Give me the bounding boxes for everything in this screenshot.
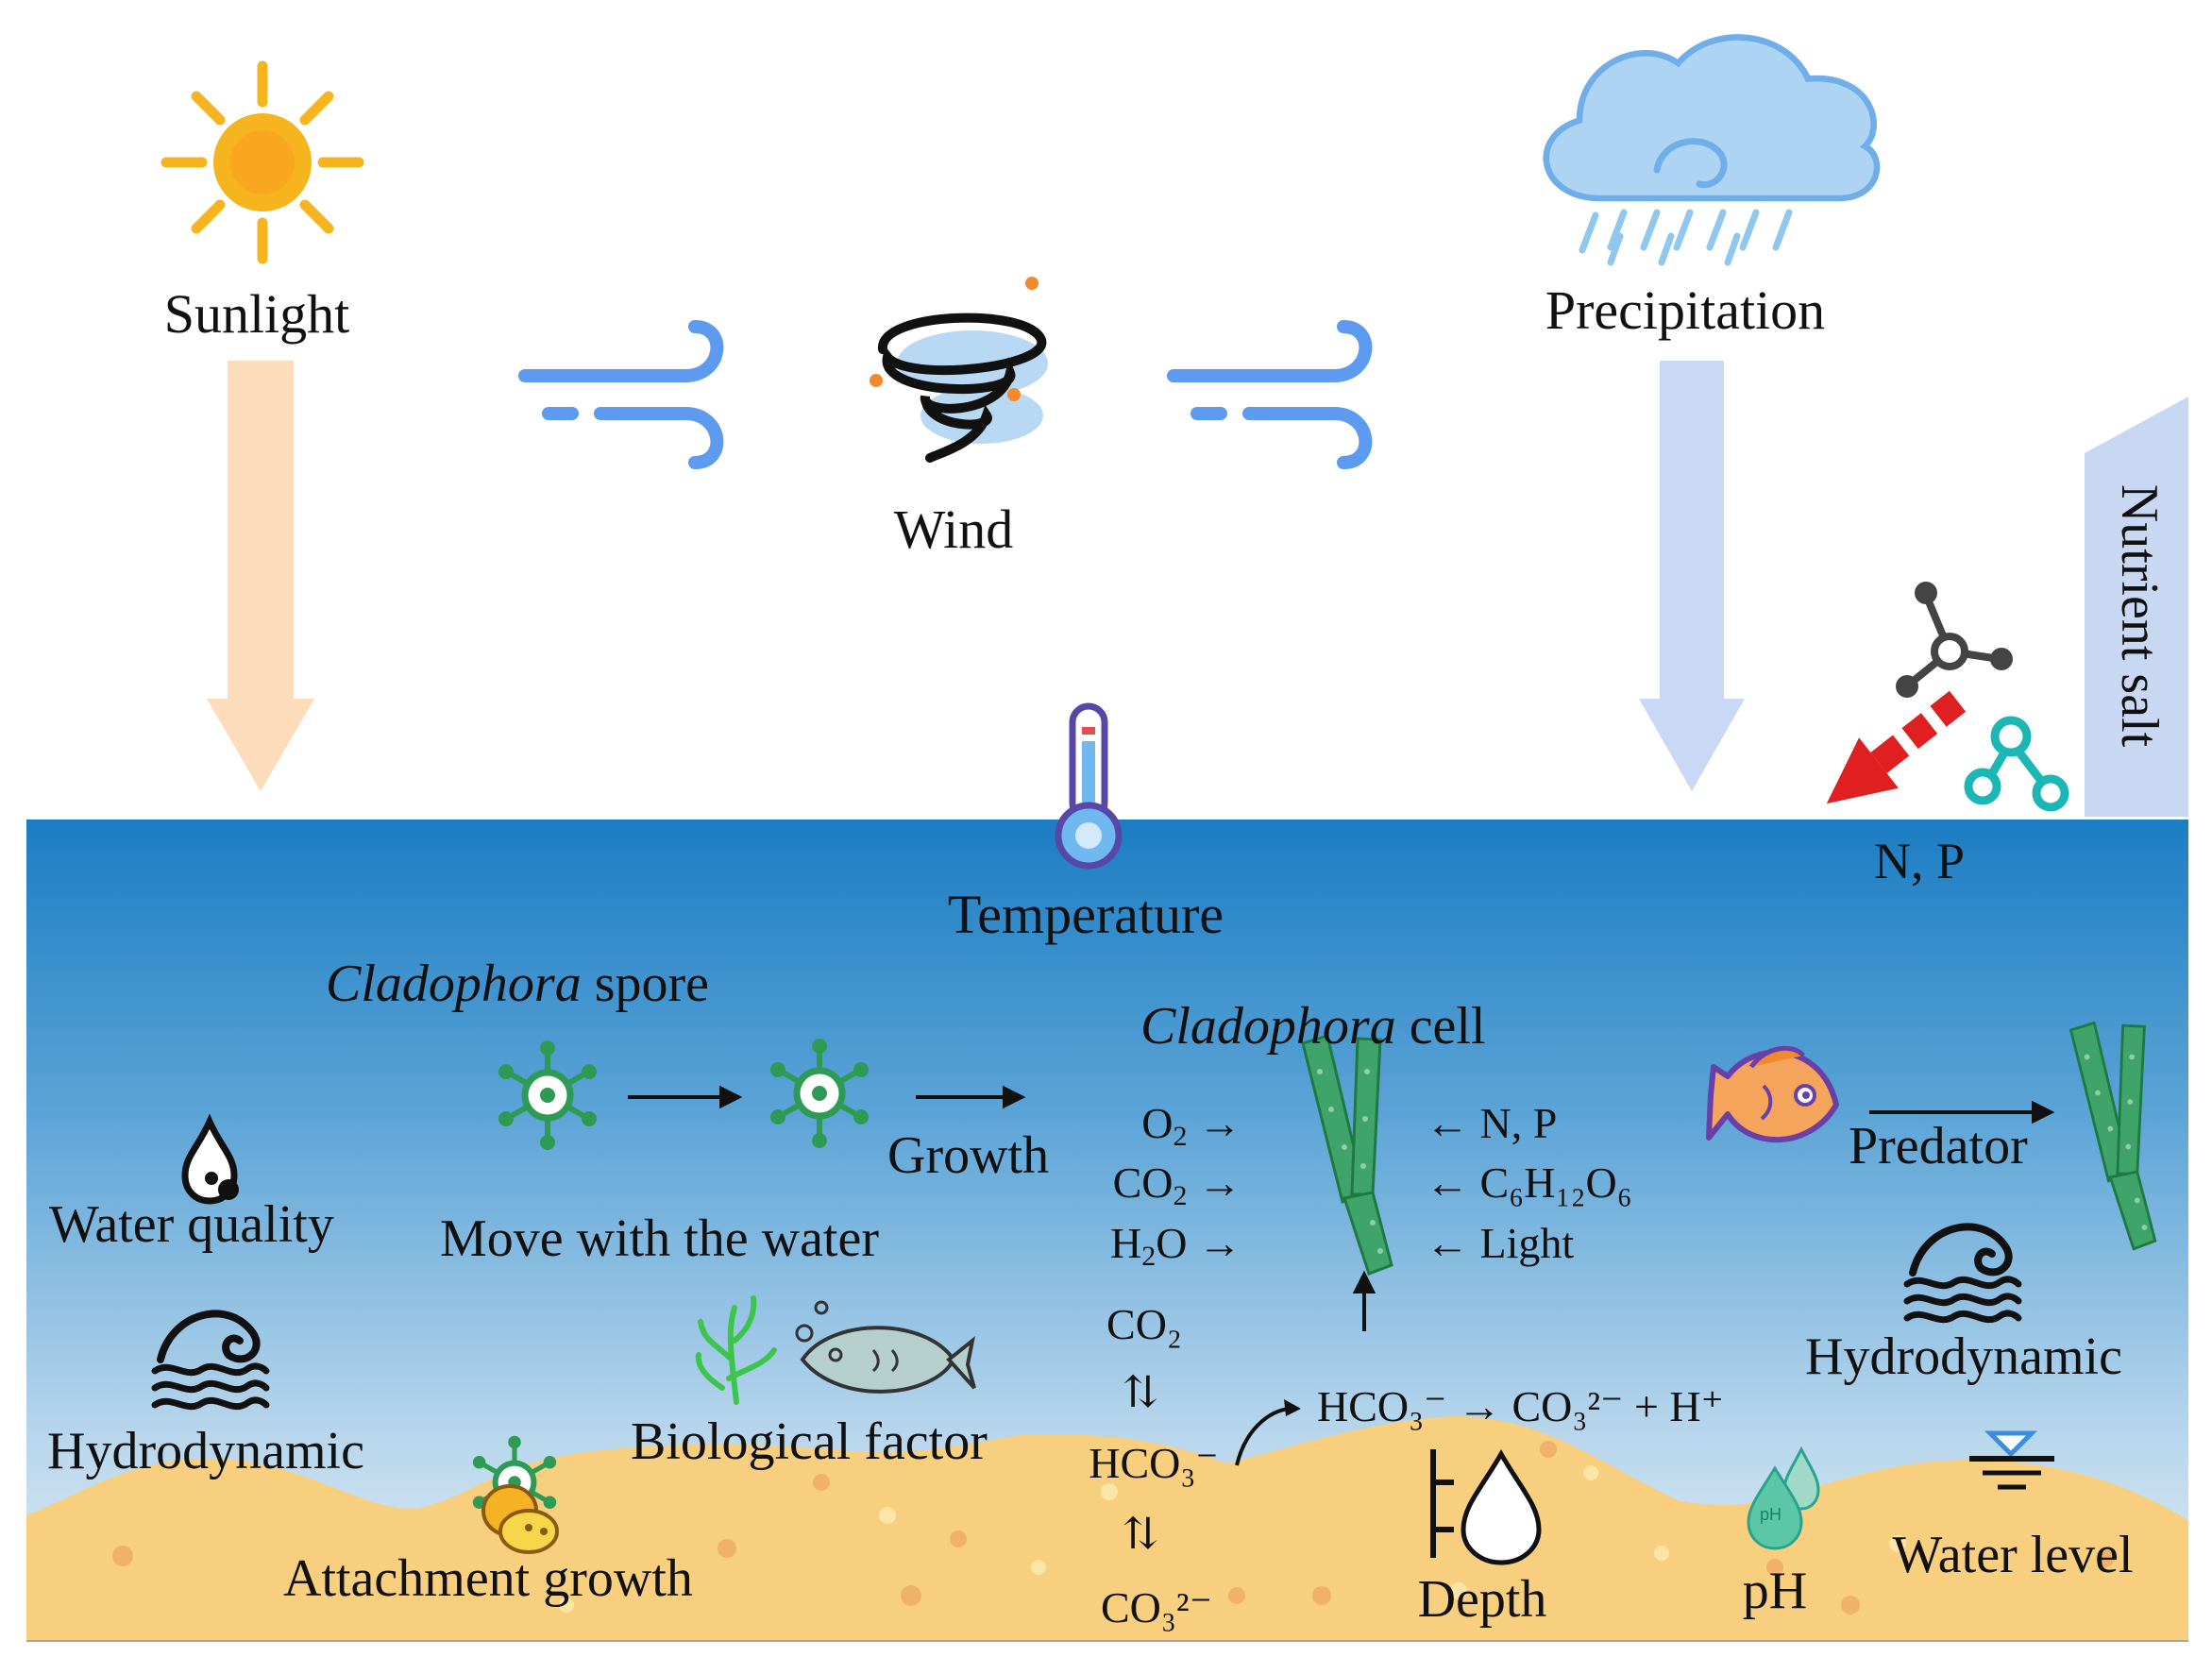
fish-icon: [1706, 1045, 1839, 1143]
sand-bed: [26, 1416, 2188, 1641]
cell-input-o2: O2 →: [1141, 1099, 1241, 1152]
eq-symbol-2: ⇅: [1123, 1510, 1159, 1558]
molecule-icon-teal: [1964, 716, 2069, 812]
wind-icon-right: [1174, 327, 1365, 463]
nutrient-input-arrow: [1826, 690, 1967, 804]
cell-output-np: ← N, P: [1426, 1099, 1557, 1147]
process-arrows: [628, 1085, 2055, 1331]
coral-icon: [695, 1295, 777, 1405]
nutrient-salt-panel: [2085, 397, 2188, 817]
tornado-icon: [870, 277, 1048, 463]
spore-label: Cladophora spore: [326, 955, 709, 1013]
ph-icon: pH: [1747, 1446, 1820, 1550]
cell-input-h2o: H2O →: [1110, 1219, 1241, 1272]
molecule-icon: [1896, 582, 2013, 698]
carbon-hco3: HCO₃⁻: [1089, 1439, 1218, 1487]
spore-label-rest: spore: [582, 955, 709, 1013]
cell-label: Cladophora cell: [1140, 997, 1486, 1056]
carbon-co2: CO₂: [1106, 1300, 1182, 1348]
move-with-water-label: Move with the water: [440, 1209, 879, 1268]
ph-label: pH: [1743, 1562, 1807, 1620]
hydrodynamic-right-label: Hydrodynamic: [1805, 1327, 2122, 1386]
spore-label-italic: Cladophora: [326, 955, 582, 1013]
temperature-label: Temperature: [948, 884, 1224, 945]
sunlight-arrow: [207, 361, 314, 791]
water-level-label: Water level: [1892, 1526, 2133, 1584]
carbon-co3: CO₃²⁻: [1101, 1583, 1212, 1632]
n-p-input-label: N, P: [1874, 833, 1965, 889]
attachment-blobs: [481, 1484, 559, 1554]
eq-symbol-1: ⇅: [1123, 1368, 1159, 1416]
depth-icon: [1430, 1448, 1542, 1565]
predator-label: Predator: [1849, 1117, 2028, 1175]
cell-output-glucose: ← C₆H₁₂O₆: [1426, 1158, 1632, 1207]
cloud-rain-icon: [1543, 34, 1881, 266]
wind-icon-left: [525, 327, 717, 463]
sunlight-label: Sunlight: [164, 283, 350, 345]
depth-label: Depth: [1418, 1570, 1547, 1629]
cell-output-light: ← Light: [1426, 1219, 1574, 1267]
cell-label-rest: cell: [1396, 997, 1486, 1056]
sand-grains: [112, 1441, 2115, 1615]
precipitation-arrow: [1639, 361, 1745, 791]
fish-icon-gray: [795, 1300, 976, 1394]
hydrodynamic-left-label: Hydrodynamic: [47, 1422, 364, 1480]
svg-text:pH: pH: [1760, 1505, 1781, 1524]
water-drop-icon: [181, 1113, 239, 1205]
cell-input-co2: CO2 →: [1113, 1158, 1241, 1211]
cell-label-italic: Cladophora: [1140, 997, 1396, 1056]
nutrient-salt-label: Nutrient salt: [2110, 484, 2169, 748]
precipitation-label: Precipitation: [1545, 279, 1825, 341]
sun-icon: [160, 60, 364, 264]
water-quality-label: Water quality: [49, 1195, 334, 1254]
water-level-icon: [1969, 1430, 2054, 1490]
growth-label: Growth: [887, 1126, 1049, 1185]
sand-highlights: [559, 1465, 1906, 1613]
wind-label: Wind: [894, 499, 1014, 560]
attachment-growth-label: Attachment growth: [283, 1549, 693, 1608]
curved-arrow-head: [1284, 1399, 1301, 1416]
carbon-equilibrium: HCO₃⁻ → CO₃²⁻ + H⁺: [1317, 1382, 1724, 1430]
biological-factor-label: Biological factor: [631, 1412, 988, 1471]
thermometer-icon: [1055, 702, 1123, 870]
